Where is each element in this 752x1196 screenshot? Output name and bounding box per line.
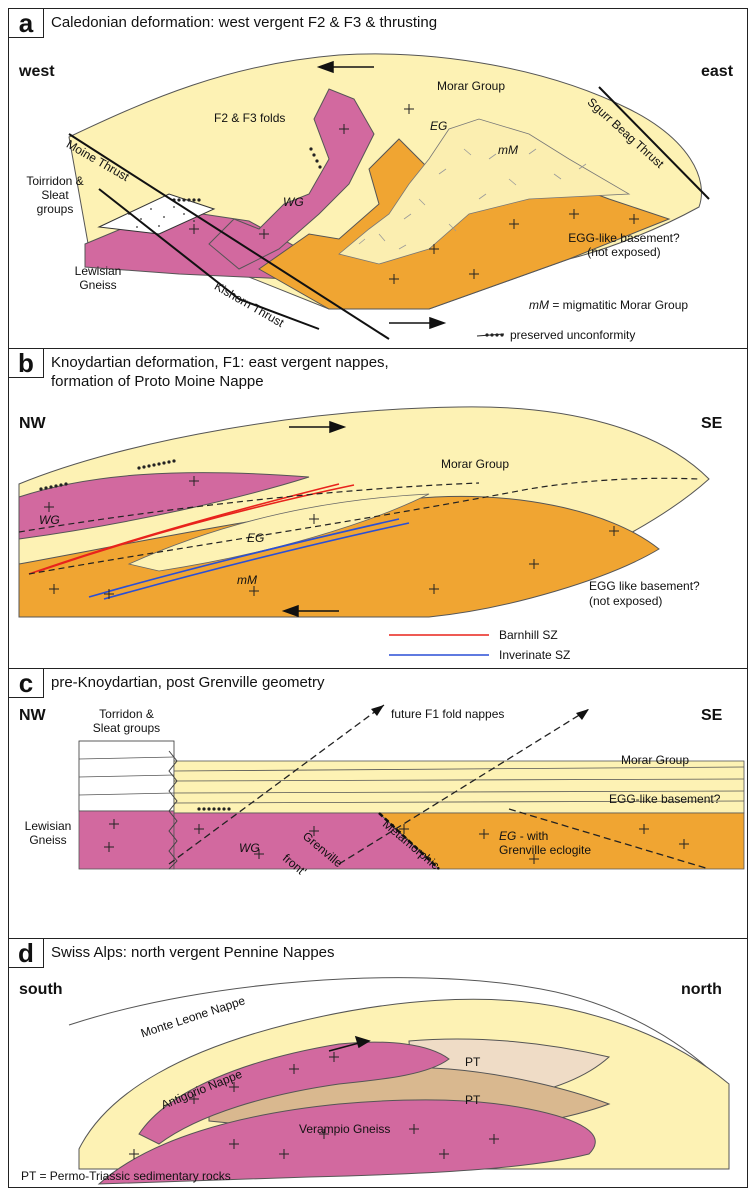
panel-title: Knoydartian deformation, F1: east vergen… [51,353,389,391]
label-wg: WG [39,513,60,527]
panel-d-drawing [9,939,748,1188]
label-north: north [681,981,722,999]
label-pt-upper: PT [465,1055,480,1069]
label-mm: mM [498,143,518,157]
panel-title: Swiss Alps: north vergent Pennine Nappes [51,943,335,962]
label-mm: mM [237,573,257,587]
label-east: east [701,63,733,81]
panel-letter: a [9,9,44,38]
panel-a: a Caledonian deformation: west vergent F… [8,8,748,350]
legend-barnhill: Barnhill SZ [499,628,558,642]
panel-title: Caledonian deformation: west vergent F2 … [51,13,437,32]
panel-title: pre-Knoydartian, post Grenville geometry [51,673,324,692]
panel-d: d Swiss Alps: north vergent Pennine Napp… [8,938,748,1188]
label-egg-basement: EGG-like basement? [609,792,720,806]
label-morar-group: Morar Group [437,79,505,93]
label-west: west [19,63,55,81]
label-morar-group: Morar Group [441,457,509,471]
label-wg: WG [239,841,260,855]
legend-migmatitic: mM = migmatitic Morar Group [529,298,688,312]
label-se: SE [701,707,722,725]
label-pt-lower: PT [465,1093,480,1107]
legend-unconformity: preserved unconformity [510,328,635,342]
label-se: SE [701,415,722,433]
legend-inverinate: Inverinate SZ [499,648,570,662]
label-nw: NW [19,415,46,433]
label-egg-basement: EGG-like basement?(not exposed) [559,231,689,259]
panel-letter: c [9,669,44,698]
label-nw: NW [19,707,46,725]
label-eg: EG [247,531,264,545]
panel-letter: b [9,349,44,378]
legend-pt: PT = Permo-Triassic sedimentary rocks [21,1169,231,1183]
panel-b-drawing [9,349,748,670]
label-egg-basement: EGG like basement?(not exposed) [589,579,700,609]
panel-b: b Knoydartian deformation, F1: east verg… [8,348,748,670]
label-future-nappes: future F1 fold nappes [391,707,504,721]
panel-letter: d [9,939,44,968]
label-wg: WG [283,195,304,209]
label-f2f3-folds: F2 & F3 folds [214,111,285,125]
label-eg: EG [430,119,447,133]
label-verampio-gneiss: Verampio Gneiss [299,1122,390,1136]
label-morar-group: Morar Group [621,753,689,767]
label-south: south [19,981,63,999]
label-eg-eclogite: EG - with Grenville eclogite [499,829,591,857]
panel-c: c pre-Knoydartian, post Grenville geomet… [8,668,748,942]
label-torridon: Torridon &Sleat groups [79,707,174,735]
